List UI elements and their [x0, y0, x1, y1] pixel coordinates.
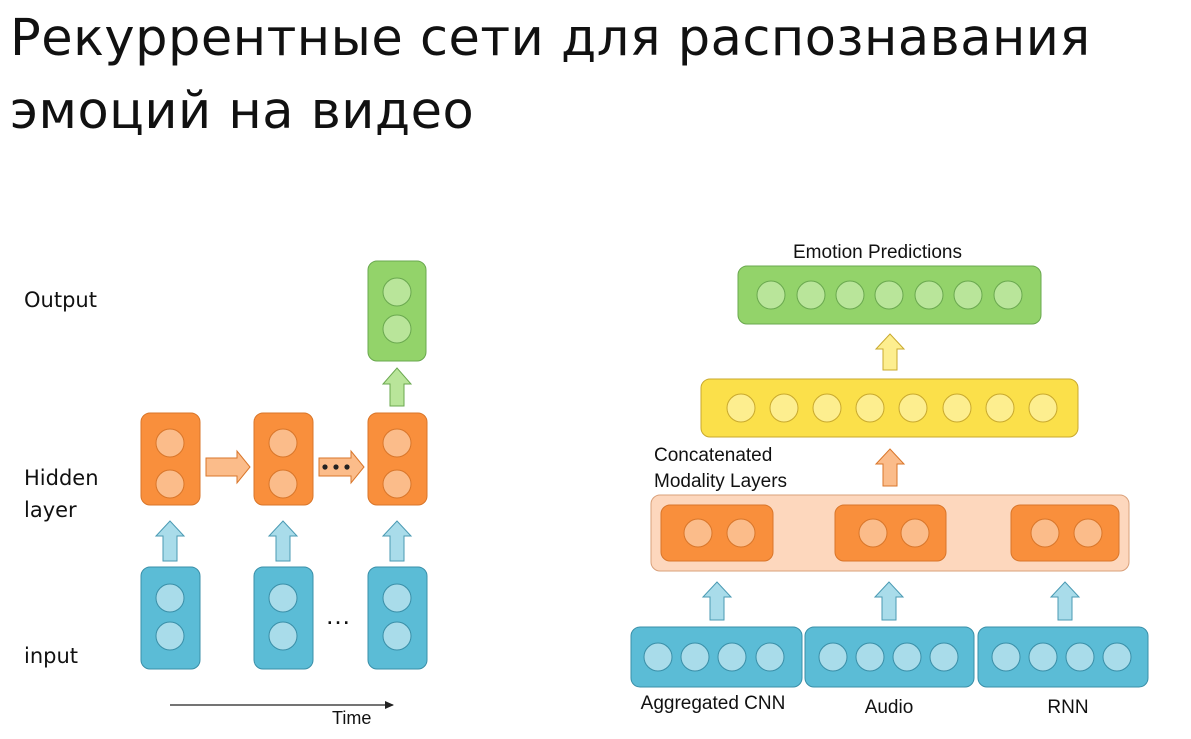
input-ellipsis: …	[325, 600, 351, 630]
slide-title-line-1: Рекуррентные сети для распознавания	[10, 9, 1091, 68]
concatenated-modality-layer	[650, 494, 1130, 572]
input-up-arrow-3	[381, 520, 413, 562]
concat-label-line-1: Concatenated	[654, 445, 772, 466]
hidden-unit-1	[140, 412, 201, 506]
emotion-predictions-layer	[737, 265, 1042, 325]
modality-label-cnn: Aggregated CNN	[641, 693, 786, 714]
time-axis-label: Time	[332, 708, 371, 728]
hidden-unit-2	[253, 412, 314, 506]
hidden-layer-label-line-2: layer	[24, 498, 77, 522]
input-unit-1	[140, 566, 201, 670]
audio-up-arrow	[873, 581, 905, 621]
right-fusion-diagram: Emotion Predictions	[630, 242, 1149, 718]
output-up-arrow	[381, 367, 413, 407]
recurrent-right-arrow-2	[318, 449, 365, 485]
cnn-up-arrow	[701, 581, 733, 621]
concat-label-line-2: Modality Layers	[654, 471, 787, 492]
modality-audio-hidden	[834, 504, 947, 562]
hidden-unit-3	[367, 412, 428, 506]
yellow-to-prediction-arrow	[874, 333, 906, 371]
input-up-arrow-2	[267, 520, 299, 562]
modality-cnn-hidden	[660, 504, 774, 562]
slide-title: Рекуррентные сети для распознавания эмоц…	[10, 2, 1091, 148]
output-layer-label: Output	[24, 288, 97, 312]
modality-rnn-hidden	[1010, 504, 1120, 562]
input-up-arrow-1	[154, 520, 186, 562]
joint-hidden-layer	[700, 378, 1079, 438]
recurrent-right-arrow-1	[205, 449, 251, 485]
output-unit	[367, 260, 427, 362]
hidden-layer-label-line-1: Hidden	[24, 466, 99, 490]
input-unit-2	[253, 566, 314, 670]
emotion-predictions-label: Emotion Predictions	[793, 242, 962, 263]
audio-input-layer	[804, 626, 975, 688]
rnn-up-arrow	[1049, 581, 1081, 621]
concat-to-yellow-arrow	[874, 448, 906, 487]
rnn-input-layer	[977, 626, 1149, 688]
cnn-input-layer	[630, 626, 803, 688]
modality-label-rnn: RNN	[1047, 697, 1088, 718]
slide-title-line-2: эмоций на видео	[10, 82, 475, 141]
left-rnn-diagram: … Time	[140, 260, 428, 728]
input-layer-label: input	[24, 644, 79, 668]
input-unit-3	[367, 566, 428, 670]
modality-label-audio: Audio	[865, 697, 914, 718]
